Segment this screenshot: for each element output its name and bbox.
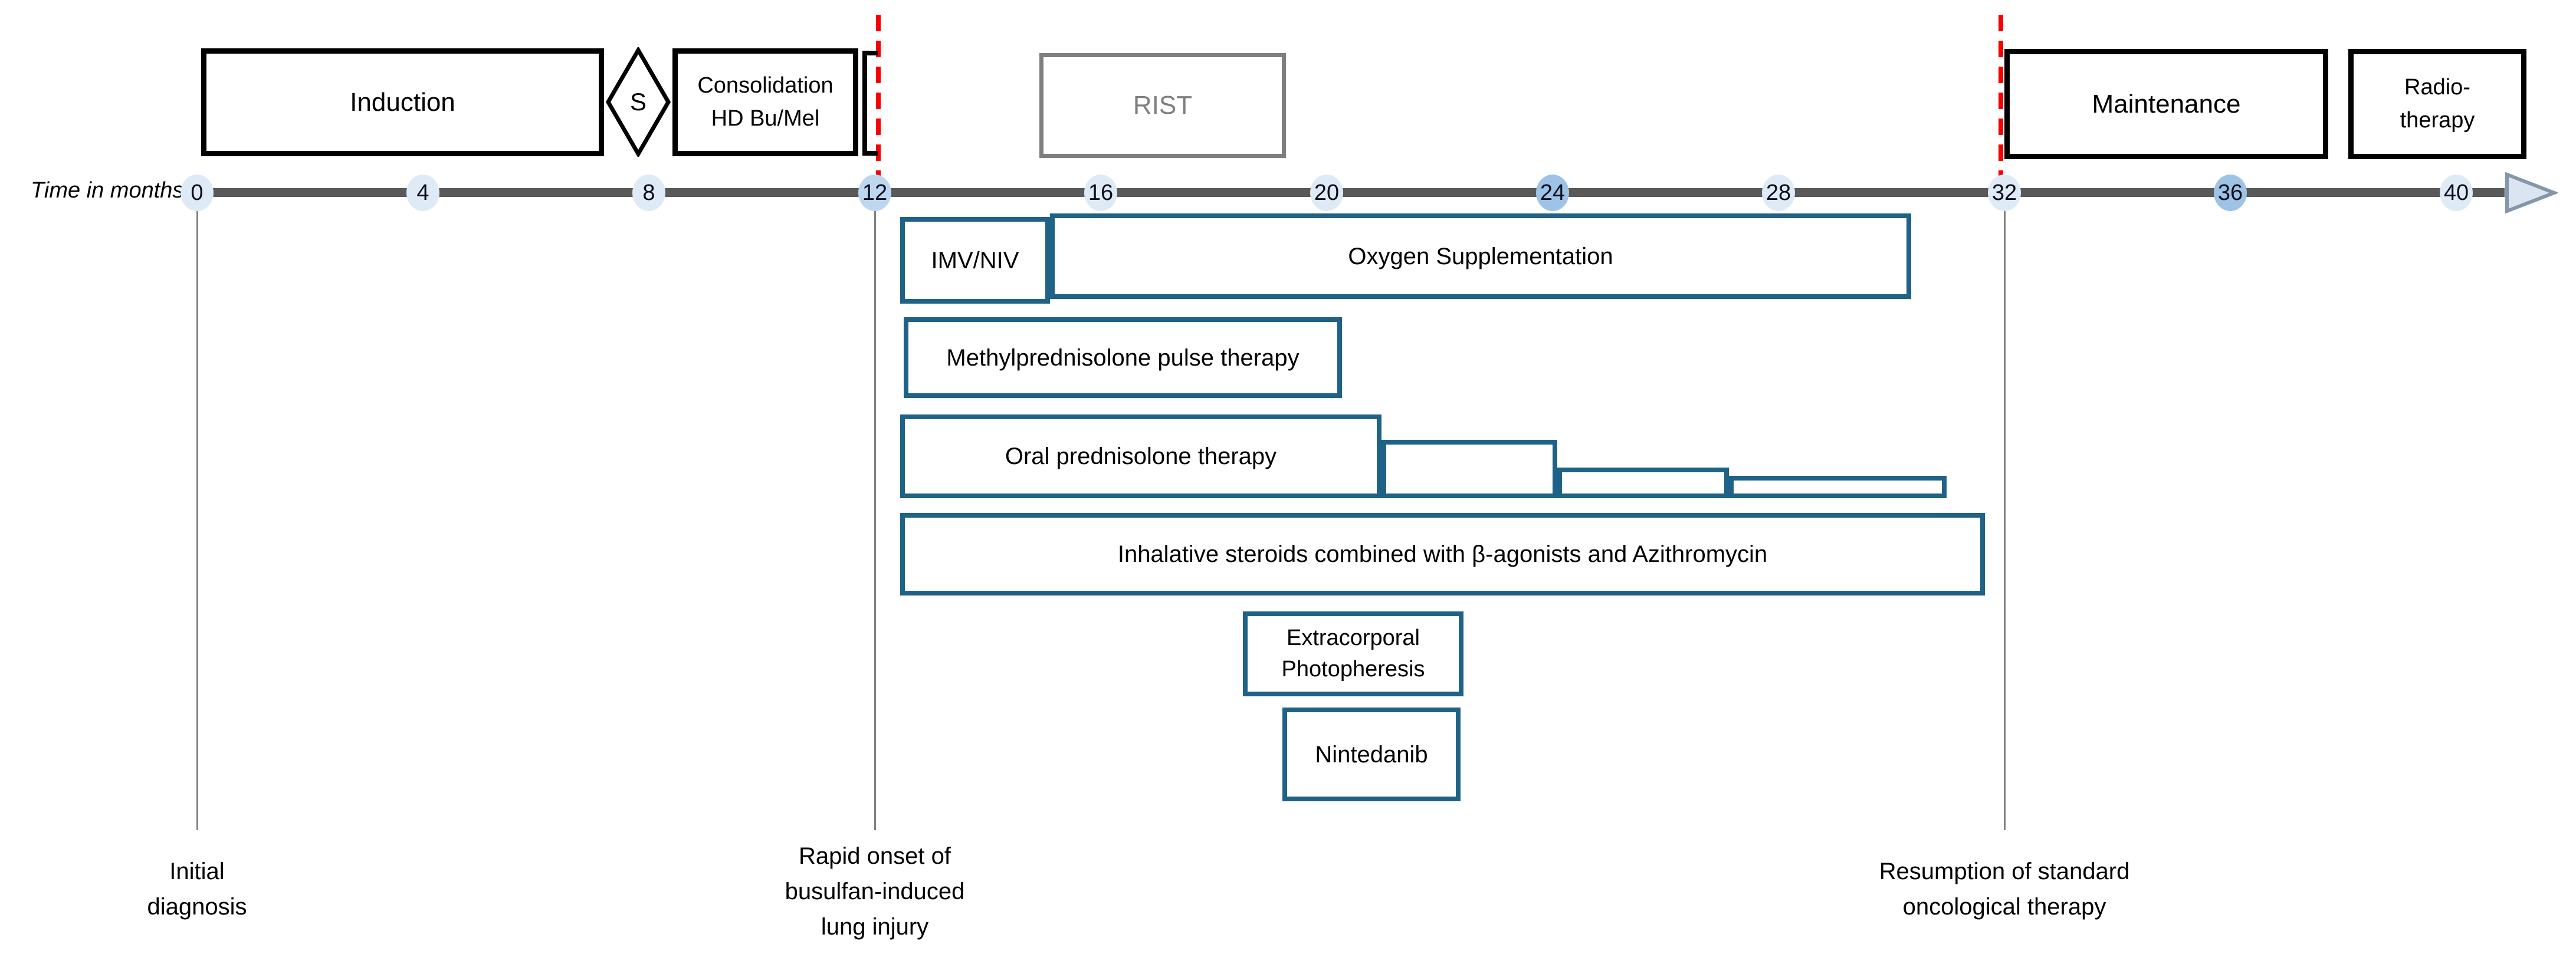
axis-tick-0: 0 (181, 175, 214, 211)
bar-oral-prednisolone-taper-step-1 (1381, 440, 1557, 498)
bar-oral-prednisolone-taper-step-3 (1729, 476, 1947, 498)
timeline-axis (197, 188, 2505, 197)
bar-inhalative-steroids: Inhalative steroids combined with β-agon… (900, 513, 1985, 595)
surgery-diamond-label: S (629, 88, 647, 116)
bar-extracorporal-photopheresis: Extracorporal Photopheresis (1243, 611, 1463, 696)
red-dashed-marker-month-32 (1999, 15, 2003, 185)
phase-box-radiotherapy: Radio- therapy (2348, 49, 2526, 159)
timeline-arrow-icon (2505, 172, 2558, 213)
bar-nintedanib: Nintedanib (1282, 708, 1461, 801)
axis-tick-12: 12 (858, 175, 891, 211)
phase-box-consolidation: Consolidation HD Bu/Mel (672, 48, 858, 156)
axis-tick-8: 8 (632, 175, 665, 211)
phase-box-induction: Induction (201, 48, 604, 156)
red-dashed-marker-month-12 (876, 15, 881, 185)
event-label-lung-injury: Rapid onset of busulfan-induced lung inj… (785, 843, 965, 940)
event-line-initial-diagnosis (196, 210, 198, 830)
bar-oral-prednisolone-taper-step-2 (1557, 468, 1729, 498)
axis-tick-16: 16 (1084, 175, 1117, 211)
axis-tick-20: 20 (1310, 175, 1343, 211)
bar-imv-niv: IMV/NIV (900, 217, 1050, 304)
axis-label: Time in months (31, 178, 184, 203)
axis-tick-40: 40 (2440, 175, 2473, 211)
axis-tick-24: 24 (1536, 175, 1569, 211)
axis-tick-32: 32 (1988, 175, 2021, 211)
axis-tick-28: 28 (1762, 175, 1795, 211)
event-label-resumption: Resumption of standard oncological thera… (1879, 858, 2130, 920)
phase-box-rist: RIST (1039, 53, 1286, 158)
event-line-lung-injury (874, 210, 876, 830)
event-line-resumption (2004, 210, 2006, 830)
axis-tick-36: 36 (2214, 175, 2247, 211)
phase-box-maintenance: Maintenance (2004, 49, 2328, 159)
axis-tick-4: 4 (406, 175, 439, 211)
event-label-initial-diagnosis: Initial diagnosis (147, 858, 247, 920)
surgery-diamond-shape (605, 47, 671, 157)
bracket-icon (862, 51, 878, 156)
bar-oral-prednisolone: Oral prednisolone therapy (900, 414, 1381, 498)
bar-oxygen-supplementation: Oxygen Supplementation (1050, 213, 1911, 299)
bar-methylprednisolone: Methylprednisolone pulse therapy (904, 317, 1342, 398)
